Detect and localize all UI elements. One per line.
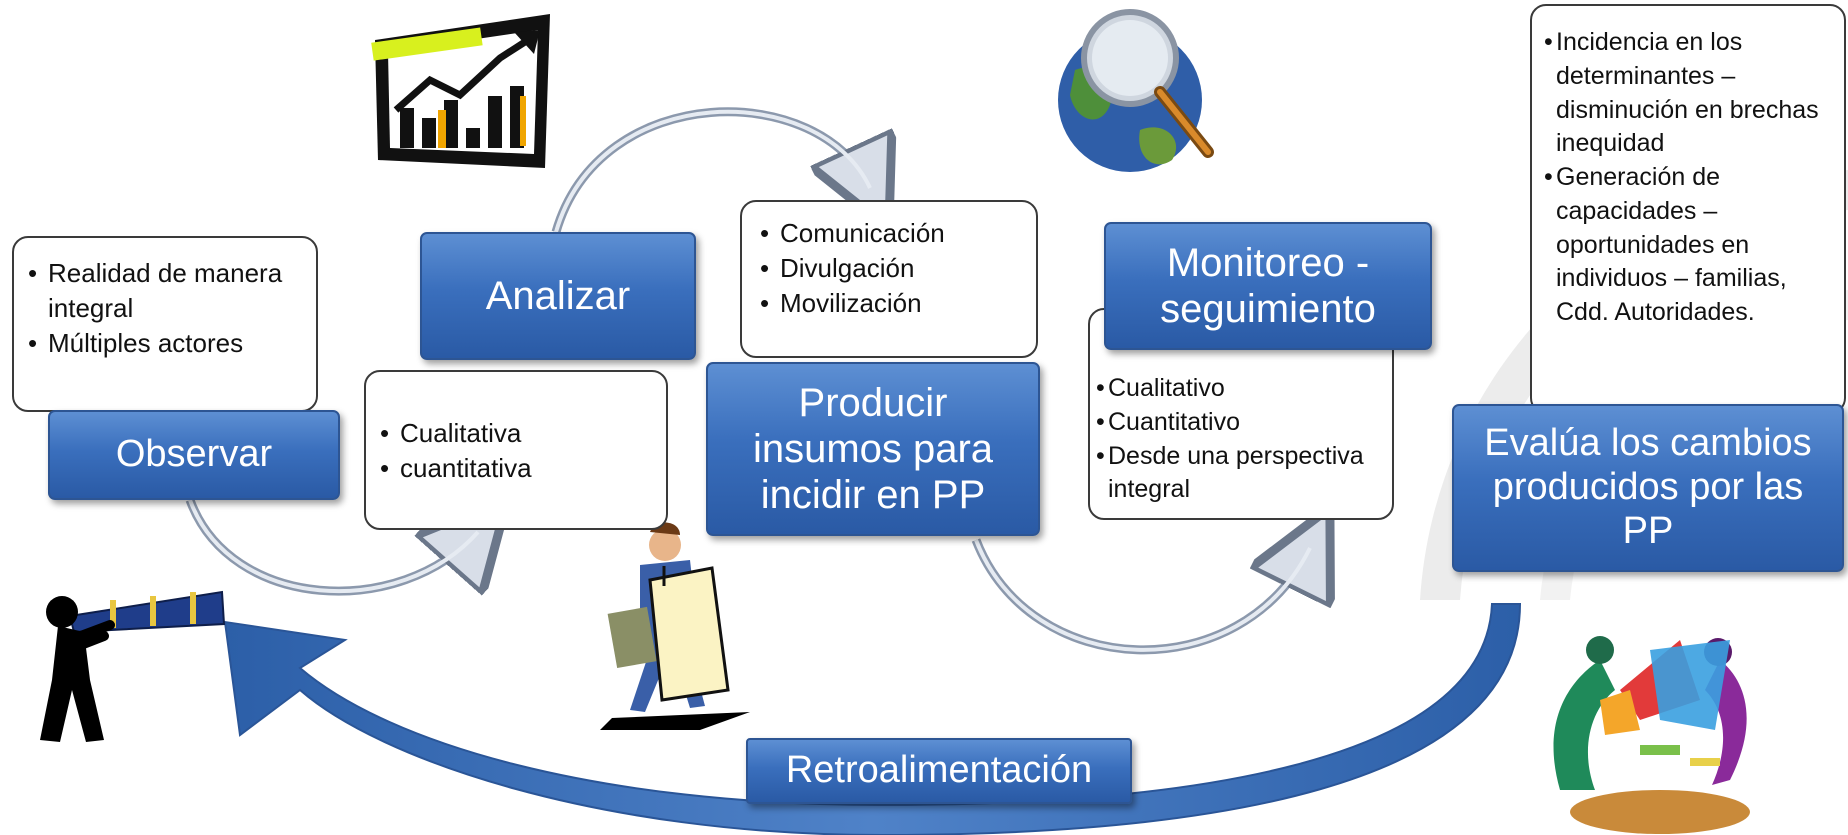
observar-bullet-1: Realidad de manera integral	[28, 256, 302, 326]
monitoreo-bullet-list: Cualitativo Cuantitativo Desde una persp…	[1096, 372, 1382, 507]
monitoreo-bullet-1: Cualitativo	[1096, 372, 1382, 406]
connector-observar-analizar-inner	[188, 499, 480, 593]
monitoreo-bullet-3: Desde una perspectiva integral	[1096, 440, 1382, 508]
producir-step-box: Producir insumos para incidir en PP	[706, 362, 1040, 536]
producir-details: Comunicación Divulgación Movilización	[740, 200, 1038, 358]
evalua-title: Evalúa los cambios producidos por las PP	[1484, 422, 1812, 552]
evalua-bullet-1: Incidencia en los determinantes – dismin…	[1544, 26, 1832, 161]
observar-bullet-2: Múltiples actores	[28, 326, 302, 361]
producir-bullet-1: Comunicación	[760, 216, 1022, 251]
producir-bullet-list: Comunicación Divulgación Movilización	[760, 216, 1022, 321]
monitoreo-step-box: Monitoreo - seguimiento	[1104, 222, 1432, 350]
producir-bullet-2: Divulgación	[760, 251, 1022, 286]
feedback-arrow	[223, 603, 1522, 835]
connector-producir-monitoreo-inner	[974, 539, 1312, 652]
globe-magnifier-icon	[1058, 9, 1214, 172]
evalua-bullet-list: Incidencia en los determinantes – dismin…	[1544, 26, 1832, 330]
feedback-label-box: Retroalimentación	[746, 738, 1132, 804]
monitoreo-bullet-2: Cuantitativo	[1096, 406, 1382, 440]
analizar-title: Analizar	[485, 274, 631, 318]
sign-carrier-icon	[600, 522, 750, 730]
evalua-bullet-2: Generación de capacidades – oportunidade…	[1544, 161, 1832, 330]
analizar-bullet-list: Cualitativa cuantitativa	[380, 416, 652, 486]
producir-bullet-3: Movilización	[760, 286, 1022, 321]
growth-chart-icon	[371, 14, 550, 168]
evalua-details: Incidencia en los determinantes – dismin…	[1530, 4, 1846, 414]
producir-title: Producir insumos para incidir en PP	[752, 381, 994, 517]
observar-step-box: Observar	[48, 410, 340, 500]
connector-producir-monitoreo	[971, 540, 1310, 655]
observar-bullet-list: Realidad de manera integral Múltiples ac…	[28, 256, 302, 361]
connector-analizar-producir-inner	[554, 109, 872, 233]
analizar-bullet-2: cuantitativa	[380, 451, 652, 486]
evalua-step-box: Evalúa los cambios producidos por las PP	[1452, 404, 1844, 572]
observar-title: Observar	[115, 433, 273, 476]
telescope-person-icon	[40, 590, 226, 742]
puzzle-team-icon	[1535, 635, 1795, 834]
monitoreo-title: Monitoreo - seguimiento	[1160, 241, 1376, 331]
analizar-step-box: Analizar	[420, 232, 696, 360]
analizar-bullet-1: Cualitativa	[380, 416, 652, 451]
analizar-details: Cualitativa cuantitativa	[364, 370, 668, 530]
feedback-label: Retroalimentación	[785, 749, 1093, 792]
observar-details: Realidad de manera integral Múltiples ac…	[12, 236, 318, 412]
